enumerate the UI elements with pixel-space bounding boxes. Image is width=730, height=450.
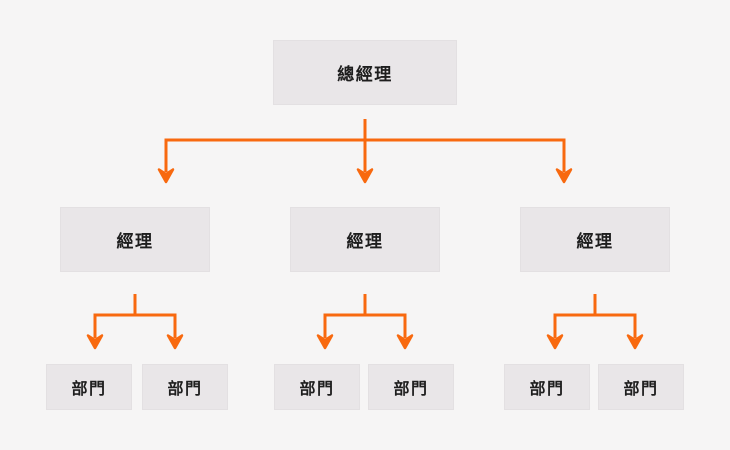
arrow-down-head-icon bbox=[157, 168, 175, 184]
node-department-4: 部門 bbox=[368, 364, 454, 410]
connector-root-to-managers bbox=[157, 119, 573, 184]
node-manager-1: 經理 bbox=[60, 207, 210, 272]
connector-manager1-to-departments bbox=[86, 294, 184, 350]
arrow-down-head-icon bbox=[166, 334, 184, 350]
node-label: 部門 bbox=[623, 381, 659, 398]
node-manager-3: 經理 bbox=[520, 207, 670, 272]
arrow-down-head-icon bbox=[396, 334, 414, 350]
arrow-down-head-icon bbox=[316, 334, 334, 350]
node-label: 部門 bbox=[71, 381, 107, 398]
node-department-6: 部門 bbox=[598, 364, 684, 410]
node-label: 部門 bbox=[529, 381, 565, 398]
connector-manager3-to-departments bbox=[546, 294, 644, 350]
arrow-down-head-icon bbox=[356, 168, 374, 184]
node-label: 部門 bbox=[393, 381, 429, 398]
node-label: 經理 bbox=[116, 232, 154, 251]
arrow-down-head-icon bbox=[86, 334, 104, 350]
node-department-2: 部門 bbox=[142, 364, 228, 410]
node-label: 經理 bbox=[346, 232, 384, 251]
node-label: 部門 bbox=[299, 381, 335, 398]
node-department-5: 部門 bbox=[504, 364, 590, 410]
arrow-down-head-icon bbox=[555, 168, 573, 184]
arrow-down-head-icon bbox=[546, 334, 564, 350]
arrow-down-head-icon bbox=[626, 334, 644, 350]
node-manager-2: 經理 bbox=[290, 207, 440, 272]
node-department-1: 部門 bbox=[46, 364, 132, 410]
node-general-manager: 總經理 bbox=[273, 40, 457, 105]
node-label: 經理 bbox=[576, 232, 614, 251]
node-label: 總經理 bbox=[337, 65, 393, 84]
node-department-3: 部門 bbox=[274, 364, 360, 410]
node-label: 部門 bbox=[167, 381, 203, 398]
connector-manager2-to-departments bbox=[316, 294, 414, 350]
